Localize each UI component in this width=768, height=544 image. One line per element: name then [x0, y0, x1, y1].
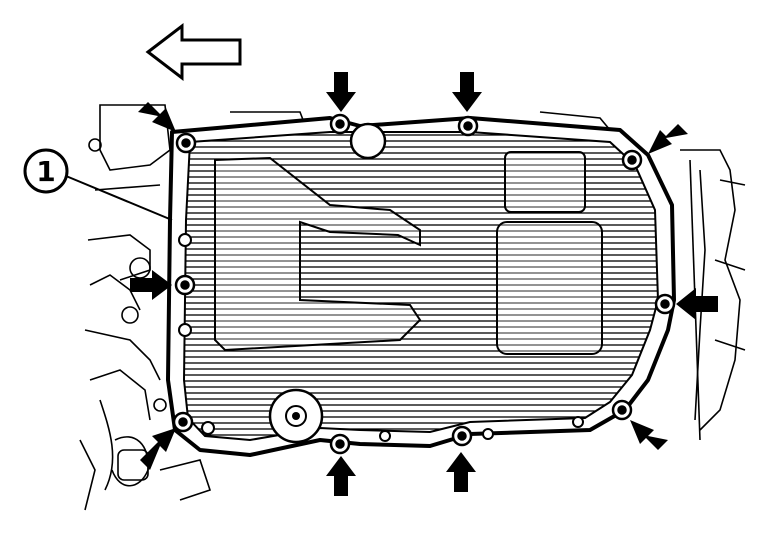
- bolt: [654, 293, 676, 315]
- bolt-location-arrow-icon: [676, 288, 718, 320]
- callout-number: 1: [36, 155, 55, 188]
- bolt: [172, 411, 194, 433]
- oil-strainer-outline: [214, 156, 422, 352]
- bolt-arrows: [130, 72, 718, 496]
- bolt-location-arrow-icon: [452, 72, 482, 112]
- bolt: [451, 425, 473, 447]
- flange-holes: [178, 233, 584, 442]
- oil-pan-tray: [182, 131, 660, 442]
- bolt-location-arrow-icon: [130, 270, 172, 300]
- drain-plug: [268, 388, 324, 444]
- fill-plug: [349, 122, 387, 160]
- bolt-location-arrow-icon: [326, 456, 356, 496]
- oil-pan-pad-lower: [496, 221, 603, 355]
- bolt-location-arrow-icon: [630, 420, 668, 450]
- bolt: [329, 113, 351, 135]
- bolt: [175, 132, 197, 154]
- bolt: [457, 115, 479, 137]
- callout-leader-line: [65, 175, 173, 221]
- oil-pan-pad-upper: [504, 151, 586, 213]
- bolt: [611, 399, 633, 421]
- bolt-location-arrow-icon: [446, 452, 476, 492]
- bolt: [174, 274, 196, 296]
- bolt: [621, 149, 643, 171]
- bolt-location-arrow-icon: [140, 428, 176, 470]
- bolts: [172, 113, 676, 455]
- callout-1: 1: [23, 148, 173, 221]
- bolt: [329, 433, 351, 455]
- bolt-location-arrow-icon: [648, 124, 688, 154]
- bolt-location-arrow-icon: [326, 72, 356, 112]
- front-direction-arrow-icon: [145, 22, 242, 82]
- bolt-location-arrow-icon: [138, 102, 176, 132]
